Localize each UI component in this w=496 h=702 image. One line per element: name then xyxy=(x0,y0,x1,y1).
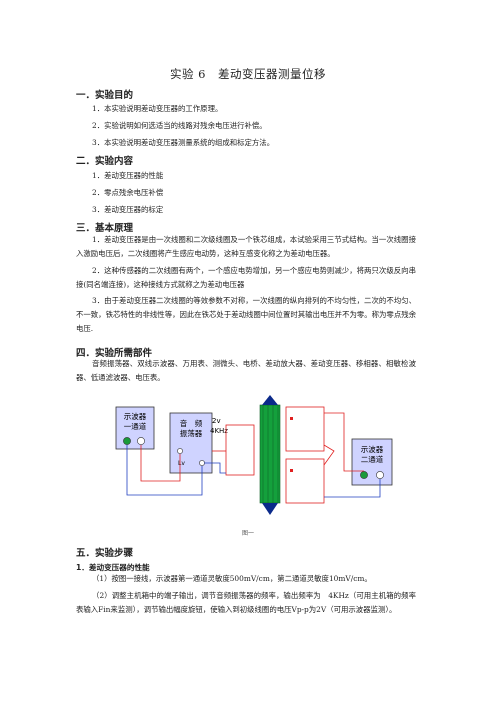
wire xyxy=(204,462,226,474)
subsection-heading: 1．差动变压器的性能 xyxy=(76,563,150,572)
secondary-coil-2 xyxy=(285,458,325,504)
page-title: 实验 6 差动变压器测量位移 xyxy=(170,67,326,81)
wire xyxy=(324,412,364,472)
voltage-label: 2v xyxy=(212,417,221,425)
terminal-icon xyxy=(360,471,368,479)
primary-coil xyxy=(225,424,255,476)
terminal-icon xyxy=(177,448,183,454)
list-item: 1．本实验说明差动变压器的工作原理。 xyxy=(92,104,223,113)
section-heading-purpose: 一．实验目的 xyxy=(76,90,134,101)
wire xyxy=(323,444,335,466)
section-heading-steps: 五．实验步骤 xyxy=(76,548,134,559)
list-item: 2．实验说明如何选适当的线路对残余电压进行补偿。 xyxy=(92,121,267,130)
lv-label: Lv xyxy=(178,460,185,467)
arrow-up-icon xyxy=(262,395,278,405)
wire xyxy=(126,445,203,496)
step-paragraph: （1）按图一接线，示波器第一通道灵敏度500mV/cm，第二通道灵敏度10mV/… xyxy=(92,574,372,583)
oscillator-label: 音 频 xyxy=(180,418,203,428)
scope2-label: 二通道 xyxy=(361,454,384,464)
list-item: 1．差动变压器的性能 xyxy=(92,171,164,180)
wire xyxy=(140,445,181,482)
wire xyxy=(324,479,381,498)
terminal-icon xyxy=(376,471,384,479)
principle-paragraph: 2．这种传感器的二次线圈有两个，一个感应电势增加，另一个感应电势则减少，将两只次… xyxy=(76,266,416,289)
list-item: 2．零点残余电压补偿 xyxy=(92,188,164,197)
scope-channel2-box xyxy=(351,438,393,486)
wiring-diagram: 示波器 一通道 音 频 振荡器 Lv 2v 4KHz 示波器 二通道 xyxy=(115,395,393,515)
frequency-label: 4KHz xyxy=(210,427,228,435)
step-paragraph: （2）调整主机箱中的端子输出，调节音频振荡器的频率，输出频率为 4KHz（可用主… xyxy=(76,591,416,614)
section-heading-principle: 三．基本原理 xyxy=(76,223,134,234)
arrow-down-icon xyxy=(262,503,278,515)
section-heading-parts: 四．实验所需部件 xyxy=(76,348,153,359)
principle-paragraph: 1．差动变压器是由一次线圈和二次级线圈及一个铁芯组成，本试验采用三节式结构。当一… xyxy=(76,235,416,258)
principle-paragraph: 3．由于差动变压器二次线圈的等效参数不对称，一次线圈的纵向排列的不均匀性，二次的… xyxy=(76,296,416,333)
oscillator-label: 振荡器 xyxy=(180,428,203,438)
parts-paragraph: 音频振荡器、双线示波器、万用表、测微头、电桥、差动放大器、差动变压器、移相器、相… xyxy=(76,359,416,382)
terminal-icon xyxy=(123,437,131,445)
figure-caption: 图一 xyxy=(241,530,254,537)
terminal-icon xyxy=(137,437,145,445)
scope1-label: 示波器 xyxy=(124,411,147,421)
terminal-icon xyxy=(199,460,205,466)
scope2-label: 示波器 xyxy=(361,444,384,454)
section-heading-content: 二．实验内容 xyxy=(76,156,134,167)
scope1-label: 一通道 xyxy=(124,421,147,431)
list-item: 3．差动变压器的标定 xyxy=(92,205,164,214)
list-item: 3．本实验说明差动变压器测量系统的组成和标定方法。 xyxy=(92,138,275,147)
scope-channel1-box xyxy=(115,406,155,450)
secondary-coil-1 xyxy=(285,406,325,452)
